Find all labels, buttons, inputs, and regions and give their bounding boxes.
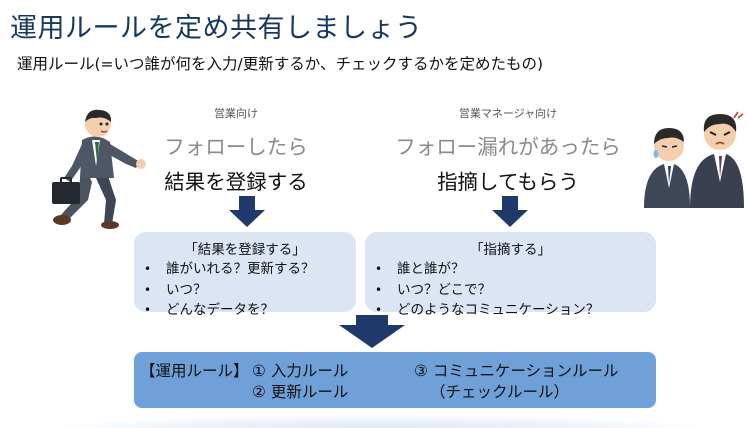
- page-subtitle: 運用ルール(=いつ誰が何を入力/更新するか、チェックするかを定めたもの): [17, 55, 543, 73]
- arrow-down-icon: [339, 315, 405, 348]
- list-item: 誰と誰が？: [375, 259, 599, 280]
- left-detail-card: 「結果を登録する」 誰がいれる？更新する？ いつ？ どんなデータを？: [134, 232, 356, 318]
- right-bullet-list: 誰と誰が？ いつ？どこで？ どのようなコミュニケーション？: [375, 259, 599, 321]
- left-heading-line1: フォローしたら: [164, 135, 308, 159]
- rule-update: ② 更新ルール: [252, 383, 349, 401]
- right-heading-line2: 指摘してもらう: [437, 170, 579, 194]
- list-item: どんなデータを？: [144, 300, 315, 321]
- list-item: どのようなコミュニケーション？: [375, 300, 599, 321]
- rule-communication: ③ コミュニケーションルール: [414, 362, 619, 380]
- right-heading-line1: フォロー漏れがあったら: [395, 135, 621, 159]
- worried-businessmen-icon: [644, 111, 744, 208]
- right-audience-label: 営業マネージャ向け: [458, 107, 558, 120]
- operation-rules-box: 【運用ルール】 ① 入力ルール ② 更新ルール ③ コミュニケーションルール （…: [134, 352, 656, 408]
- bottom-glow-decoration: [60, 414, 700, 428]
- running-businessman-icon: [52, 109, 146, 229]
- arrow-down-icon: [229, 196, 265, 227]
- left-card-title: 「結果を登録する」: [184, 242, 306, 258]
- left-audience-label: 営業向け: [214, 107, 258, 120]
- rules-label: 【運用ルール】: [140, 362, 249, 380]
- arrow-down-icon: [492, 196, 528, 227]
- list-item: いつ？: [144, 280, 315, 301]
- page-title: 運用ルールを定め共有しましょう: [10, 13, 423, 44]
- rule-check: （チェックルール）: [430, 383, 570, 401]
- left-heading-line2: 結果を登録する: [164, 170, 308, 194]
- list-item: いつ？どこで？: [375, 280, 599, 301]
- rule-input: ① 入力ルール: [252, 362, 349, 380]
- list-item: 誰がいれる？更新する？: [144, 259, 315, 280]
- right-detail-card: 「指摘する」 誰と誰が？ いつ？どこで？ どのようなコミュニケーション？: [365, 232, 656, 318]
- left-bullet-list: 誰がいれる？更新する？ いつ？ どんなデータを？: [144, 259, 315, 321]
- right-card-title: 「指摘する」: [470, 242, 551, 258]
